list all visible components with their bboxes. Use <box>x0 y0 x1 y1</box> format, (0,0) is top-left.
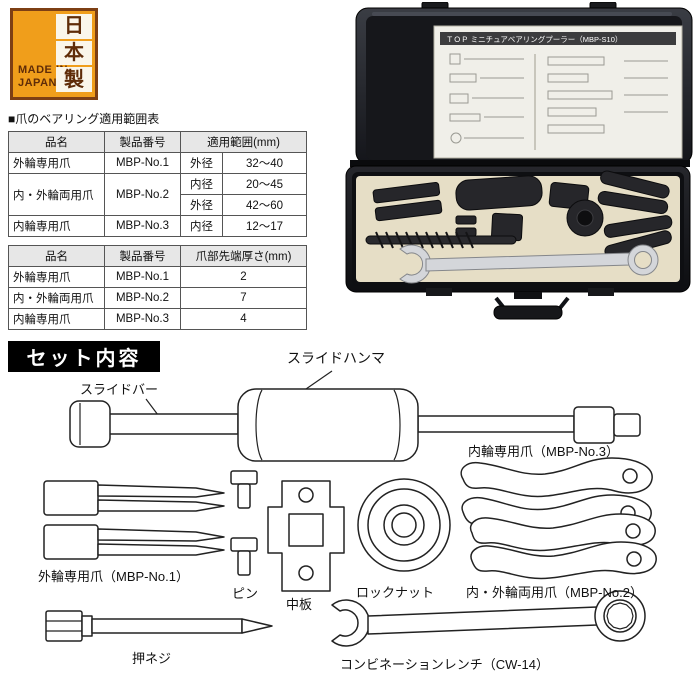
cell-value: 4 <box>180 308 307 330</box>
set-contents-heading: セット内容 <box>8 341 160 372</box>
table-row: 内・外輪両用爪 MBP-No.2 内径 20〜45 <box>8 173 307 216</box>
cell-model: MBP-No.3 <box>104 308 181 330</box>
cell-model: MBP-No.3 <box>104 215 181 237</box>
kanji-sei: 製 <box>56 67 92 93</box>
made-in-japan-text: MADE IN JAPAN <box>18 64 68 92</box>
middle-plate-drawing <box>267 480 345 592</box>
col-header-name: 品名 <box>8 245 105 267</box>
col-header-name: 品名 <box>8 131 105 153</box>
cell-range: 20〜45 <box>222 173 307 195</box>
col-header-model: 製品番号 <box>104 131 181 153</box>
outer-claw-drawing <box>43 480 225 560</box>
cell-name: 外輪専用爪 <box>8 266 105 288</box>
spec-section: ■爪のベアリング適用範囲表 品名 製品番号 適用範囲(mm) 外輪専用爪 MBP… <box>8 110 310 338</box>
label-lock-nut: ロックナット <box>356 585 435 600</box>
pointer-line <box>305 370 333 390</box>
sheet-title: ＴＯＰ ミニチュアベアリングプーラー（MBP-S10） <box>446 34 622 44</box>
table-row: 外径 42〜60 <box>9 194 307 216</box>
front-latch-right <box>588 288 614 296</box>
front-latch-left <box>426 288 452 296</box>
label-slide-hammer: スライドハンマ <box>287 350 385 366</box>
photo-hammer-grip <box>455 175 543 211</box>
dual-claw-drawing <box>469 513 657 580</box>
kanji-nichi: 日 <box>56 14 92 39</box>
label-slide-bar: スライドバー <box>80 382 159 397</box>
table-row: 内・外輪両用爪 MBP-No.2 7 <box>8 287 307 309</box>
spec-heading: ■爪のベアリング適用範囲表 <box>8 112 160 126</box>
nihonsei-vertical-text: 日 本 製 <box>56 14 92 93</box>
cell-model: MBP-No.2 <box>104 287 181 309</box>
cell-dia: 外径 <box>180 194 223 216</box>
sheet-diagrams <box>449 53 668 150</box>
table-row: 内輪専用爪 MBP-No.3 4 <box>8 308 307 330</box>
table-header-row: 品名 製品番号 爪部先端厚さ(mm) <box>8 245 307 267</box>
case-handle <box>426 288 614 320</box>
cell-name: 内・外輪両用爪 <box>8 287 105 309</box>
cell-name: 内輪専用爪 <box>8 215 105 237</box>
photo-spring <box>375 231 474 249</box>
case-hinge <box>350 160 690 167</box>
japan-line: JAPAN <box>18 77 57 90</box>
cell-model: MBP-No.2 <box>104 173 181 216</box>
made-in-japan-seal: MADE IN JAPAN 日 本 製 <box>10 8 98 100</box>
made-in-line: MADE IN <box>18 63 68 76</box>
pin-drawing <box>230 470 258 576</box>
photo-outer-claws <box>372 182 443 222</box>
label-middle-plate: 中板 <box>286 597 313 612</box>
claw-thickness-table: 品名 製品番号 爪部先端厚さ(mm) 外輪専用爪 MBP-No.1 2 内・外輪… <box>8 245 307 330</box>
combination-wrench-drawing <box>331 590 646 647</box>
lock-nut-drawing <box>357 478 451 572</box>
slide-hammer-drawing <box>69 370 641 462</box>
col-header-model: 製品番号 <box>104 245 181 267</box>
cell-name: 内輪専用爪 <box>8 308 105 330</box>
photo-wrench <box>399 244 659 284</box>
photo-pin <box>455 215 477 225</box>
label-push-screw: 押ネジ <box>132 651 172 666</box>
case-photo: ＴＯＰ ミニチュアベアリングプーラー（MBP-S10） <box>345 2 693 320</box>
cell-value: 7 <box>180 287 307 309</box>
tray-tools <box>365 170 673 259</box>
pointer-line <box>145 398 159 416</box>
cell-name: 内・外輪両用爪 <box>8 173 105 216</box>
cell-range: 42〜60 <box>222 194 307 216</box>
cell-dia: 外径 <box>180 152 223 174</box>
label-inner-claw: 内輪専用爪（MBP-No.3） <box>468 444 619 459</box>
col-header-range: 適用範囲(mm) <box>180 131 307 153</box>
cell-dia: 内径 <box>180 173 223 195</box>
table-row: 内輪専用爪 MBP-No.3 内径 12〜17 <box>8 215 307 237</box>
bearing-range-table: 品名 製品番号 適用範囲(mm) 外輪専用爪 MBP-No.1 外径 32〜40… <box>8 131 307 237</box>
cell-range: 32〜40 <box>222 152 307 174</box>
push-screw-drawing <box>45 610 273 642</box>
col-header-thickness: 爪部先端厚さ(mm) <box>180 245 307 267</box>
table-row: 外輪専用爪 MBP-No.1 外径 32〜40 <box>8 152 307 174</box>
label-dual-claw: 内・外輪両用爪（MBP-No.2） <box>466 585 643 600</box>
label-wrench: コンビネーションレンチ（CW-14） <box>340 657 549 672</box>
cell-value: 2 <box>180 266 307 288</box>
cell-model: MBP-No.1 <box>104 266 181 288</box>
cell-range: 12〜17 <box>222 215 307 237</box>
cell-dia: 内径 <box>180 215 223 237</box>
kanji-hon: 本 <box>56 40 92 66</box>
cell-name: 外輪専用爪 <box>8 152 105 174</box>
label-pin: ピン <box>232 586 259 601</box>
table-row: 外輪専用爪 MBP-No.1 2 <box>8 266 307 288</box>
set-contents-diagram <box>43 370 657 647</box>
label-outer-claw: 外輪専用爪（MBP-No.1） <box>38 569 189 584</box>
instruction-sheet: ＴＯＰ ミニチュアベアリングプーラー（MBP-S10） <box>433 25 683 159</box>
table-header-row: 品名 製品番号 適用範囲(mm) <box>8 131 307 153</box>
cell-model: MBP-No.1 <box>104 152 181 174</box>
